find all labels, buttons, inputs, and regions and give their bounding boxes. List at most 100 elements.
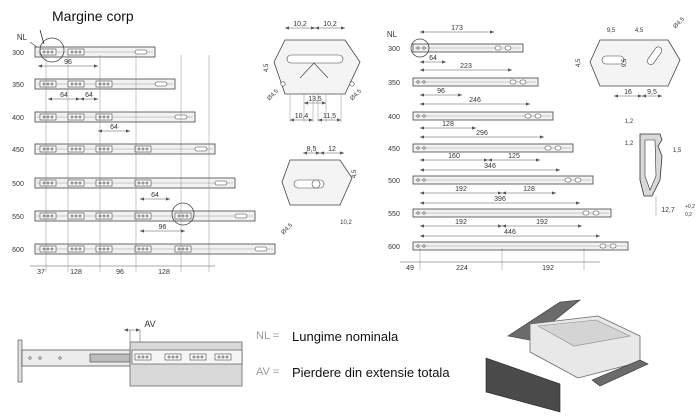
mounting-hole [221,355,225,359]
mounting-hole [46,115,50,119]
mounting-hole [137,147,141,151]
mounting-hole [74,50,78,54]
dimension-label: 10,4 [295,113,309,120]
mounting-hole [42,181,46,185]
dimension-label: 128 [442,121,454,128]
mounting-hole [42,214,46,218]
dimension-arrow [303,151,307,155]
nl-legend-key: NL = [256,330,280,342]
dimension-label: 64 [151,192,159,199]
dimension-arrow [94,64,98,68]
dimension-arrow [315,26,319,30]
mounting-hole [42,147,46,151]
dimension-label: 128 [158,269,170,276]
mounting-hole [106,147,110,151]
row-label: 450 [388,146,400,153]
mounting-slot [582,210,590,216]
mounting-slot [524,113,532,119]
mounting-hole [70,115,74,119]
dimension-arrow [536,158,540,162]
dimension-label: 128 [70,269,82,276]
mounting-hole [137,247,141,251]
av-legend-key: AV = [256,366,280,378]
row-label: 500 [12,181,24,188]
dimension-arrow [502,224,506,228]
dimension-arrow [420,60,424,64]
dimension-label: 246 [469,97,481,104]
mounting-hole [145,181,149,185]
mounting-hole [102,214,106,218]
mounting-hole [74,82,78,86]
mounting-hole [42,50,46,54]
mounting-hole [106,82,110,86]
row-label: 400 [388,114,400,121]
mounting-hole [416,80,420,84]
mounting-hole [74,115,78,119]
dimension-arrow [490,30,494,34]
mounting-slot [534,113,542,119]
row-label: 450 [12,147,24,154]
mounting-slot [254,246,268,252]
detail-circle [171,202,195,226]
mounting-hole [46,181,50,185]
dimension-arrow [638,94,642,98]
dimension-label: 10,2 [323,21,337,28]
mounting-hole [74,147,78,151]
rail-profile-inner [644,139,657,191]
mounting-hole [175,355,179,359]
mounting-hole [225,355,229,359]
row-label: 300 [388,46,400,53]
row-label: 600 [388,244,400,251]
dimension-arrow [166,197,170,201]
dimension-arrow [472,126,476,130]
mounting-hole [422,178,426,182]
mounting-hole [42,115,46,119]
mounting-hole [181,247,185,251]
extension-illustration: AV [17,319,243,387]
dimension-label: 96 [116,269,124,276]
mounting-slot [601,55,625,65]
mounting-hole [106,115,110,119]
dimension-label: 37 [37,269,45,276]
dimension-label: 1,5 [673,148,682,154]
mounting-hole [28,356,32,360]
row-label: 350 [388,80,400,87]
dimension-label: 192 [542,265,554,272]
mounting-hole [141,247,145,251]
mounting-slot [494,45,502,51]
mounting-hole [102,247,106,251]
mounting-slot [134,49,148,55]
dimension-label: Ø4,5 [281,222,295,236]
dimension-arrow [285,26,289,30]
mounting-hole [145,214,149,218]
mounting-hole [141,214,145,218]
dimension-arrow [290,118,294,122]
mounting-hole [50,214,54,218]
dimension-label: 192 [455,219,467,226]
mounting-hole [50,181,54,185]
dimension-arrow [540,135,544,139]
mounting-hole [200,355,204,359]
mounting-hole [106,247,110,251]
row-label: 350 [12,82,24,89]
dimension-label: 13,5 [308,96,322,103]
mounting-slot [574,177,582,183]
mounting-hole [46,147,50,151]
dimension-label: 223 [460,63,472,70]
dimension-label: Ø4,5 [267,88,281,102]
mounting-hole [70,82,74,86]
drawer-bottom [537,319,631,347]
dimension-arrow [508,68,512,72]
mounting-hole [74,214,78,218]
mounting-hole [70,147,74,151]
dimension-label: 49 [406,265,414,272]
dimension-arrow [340,151,344,155]
mounting-hole [74,247,78,251]
mounting-hole [102,82,106,86]
dimension-arrow [498,224,502,228]
dimension-label: 224 [456,265,468,272]
mounting-hole [70,50,74,54]
dimension-label: 1,2 [625,141,634,147]
dimension-arrow [576,201,580,205]
